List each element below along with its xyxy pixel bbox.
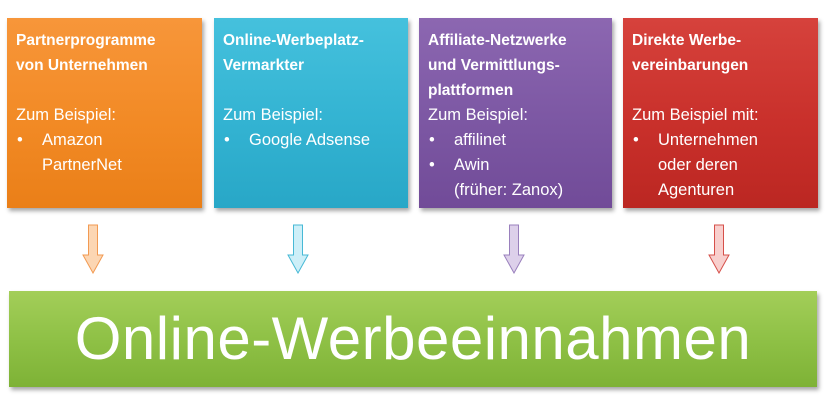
- card-title: Partnerprogramme von Unternehmen: [16, 32, 156, 74]
- down-arrow-icon: [82, 224, 104, 274]
- card-list: affilinet Awin (früher: Zanox): [428, 128, 602, 203]
- card-title: Affiliate-Netzwerke und Vermittlungs- pl…: [428, 32, 567, 99]
- card-direkte-werbevereinbarungen: Direkte Werbe- vereinbarungen Zum Beispi…: [623, 18, 818, 208]
- card-list: Unternehmen oder deren Agenturen: [632, 128, 808, 203]
- list-item: Awin (früher: Zanox): [428, 153, 602, 203]
- card-werbeplatz-vermarkter: Online-Werbeplatz- Vermarkter Zum Beispi…: [214, 18, 408, 208]
- down-arrow-icon: [287, 224, 309, 274]
- card-list: Google Adsense: [223, 128, 398, 153]
- list-item: affilinet: [428, 128, 602, 153]
- card-title: Online-Werbeplatz- Vermarkter: [223, 32, 364, 74]
- banner-title: Online-Werbeeinnahmen: [74, 305, 752, 372]
- result-banner: Online-Werbeeinnahmen: [9, 291, 817, 387]
- card-partnerprogramme: Partnerprogramme von Unternehmen Zum Bei…: [7, 18, 202, 208]
- list-item: Google Adsense: [223, 128, 398, 153]
- list-item: Unternehmen oder deren Agenturen: [632, 128, 808, 203]
- card-affiliate-netzwerke: Affiliate-Netzwerke und Vermittlungs- pl…: [419, 18, 612, 208]
- card-title: Direkte Werbe- vereinbarungen: [632, 32, 749, 74]
- card-list: Amazon PartnerNet: [16, 128, 192, 178]
- card-subtitle: Zum Beispiel:: [16, 106, 116, 124]
- card-subtitle: Zum Beispiel:: [223, 106, 323, 124]
- card-subtitle: Zum Beispiel:: [428, 106, 528, 124]
- card-subtitle: Zum Beispiel mit:: [632, 106, 759, 124]
- down-arrow-icon: [503, 224, 525, 274]
- down-arrow-icon: [708, 224, 730, 274]
- list-item: Amazon PartnerNet: [16, 128, 192, 178]
